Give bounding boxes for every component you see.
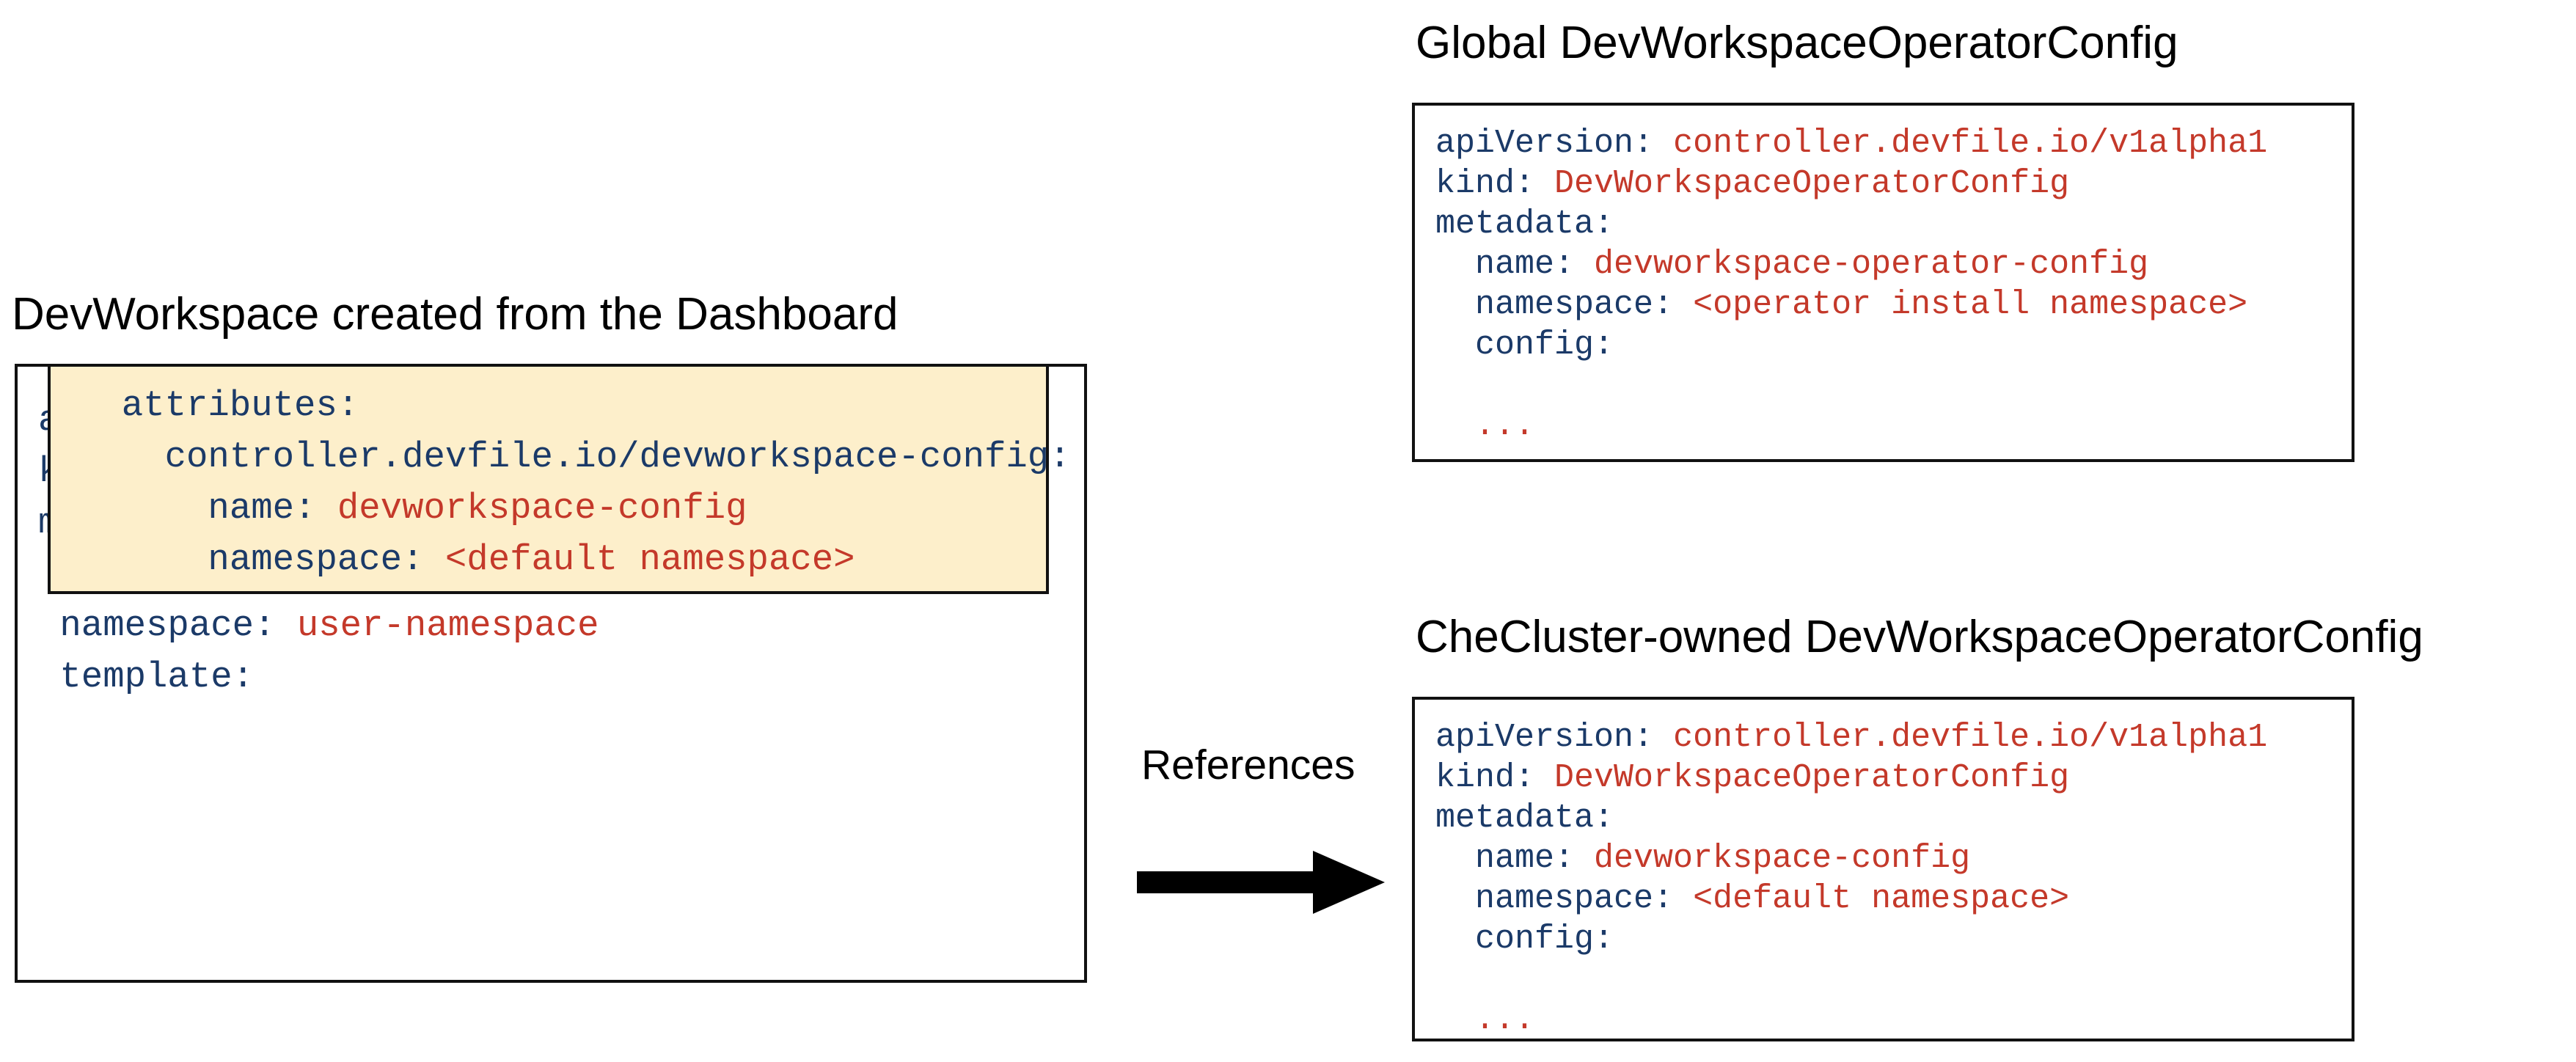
- code-line: name: devworkspace-config: [1435, 838, 2267, 879]
- code-key: controller.devfile.io/devworkspace-confi…: [78, 436, 1071, 477]
- code-line: apiVersion: controller.devfile.io/v1alph…: [1435, 123, 2267, 164]
- code-key: name:: [78, 488, 316, 529]
- code-line: [1435, 365, 2267, 406]
- code-line: apiVersion: controller.devfile.io/v1alph…: [1435, 717, 2267, 758]
- code-key: name:: [1435, 840, 1575, 877]
- code-line: controller.devfile.io/devworkspace-confi…: [78, 431, 1071, 483]
- left-panel-title: DevWorkspace created from the Dashboard: [12, 289, 899, 340]
- code-value: <operator install namespace>: [1673, 286, 2248, 323]
- code-line: name: devworkspace-operator-config: [1435, 244, 2267, 285]
- references-label: References: [1141, 741, 1355, 788]
- code-value: DevWorkspaceOperatorConfig: [1534, 165, 2070, 202]
- code-line: namespace: <default namespace>: [78, 534, 1071, 585]
- code-line: config:: [1435, 919, 2267, 959]
- code-line: ...: [1435, 1000, 2267, 1040]
- code-value: DevWorkspaceOperatorConfig: [1534, 759, 2070, 796]
- code-value: devworkspace-config: [1574, 840, 1971, 877]
- code-line: name: devworkspace-config: [78, 483, 1071, 534]
- code-key: apiVersion:: [1435, 719, 1654, 756]
- devworkspace-config-attribute-highlight: attributes: controller.devfile.io/devwor…: [48, 364, 1071, 594]
- checluster-config-code-lines: apiVersion: controller.devfile.io/v1alph…: [1435, 717, 2267, 1040]
- code-key: config:: [1435, 920, 1614, 958]
- code-line: config:: [1435, 325, 2267, 365]
- code-line: namespace: user-namespace: [38, 600, 923, 651]
- devworkspace-config-attribute-lines: attributes: controller.devfile.io/devwor…: [78, 380, 1071, 585]
- code-key: namespace:: [38, 605, 276, 646]
- code-line: metadata:: [1435, 204, 2267, 244]
- code-line: attributes:: [78, 380, 1071, 431]
- code-line: template:: [38, 651, 923, 703]
- code-value: ...: [1435, 1001, 1535, 1039]
- references-connector: References: [1108, 741, 1401, 914]
- code-key: name:: [1435, 246, 1575, 283]
- code-value: ...: [1435, 407, 1535, 444]
- code-value: <default namespace>: [423, 539, 855, 580]
- arrow-right-icon: [1137, 849, 1386, 919]
- code-value: user-namespace: [275, 605, 599, 646]
- code-value: controller.devfile.io/v1alpha1: [1653, 719, 2268, 756]
- code-line: [1435, 959, 2267, 1000]
- code-key: template:: [38, 656, 255, 697]
- code-line: kind: DevWorkspaceOperatorConfig: [1435, 758, 2267, 798]
- code-key: apiVersion:: [1435, 125, 1654, 162]
- code-line: ...: [1435, 406, 2267, 446]
- code-key: namespace:: [1435, 880, 1674, 918]
- checluster-config-code-box: apiVersion: controller.devfile.io/v1alph…: [1412, 697, 2354, 1041]
- code-key: config:: [1435, 326, 1614, 364]
- code-key: kind:: [1435, 759, 1535, 796]
- global-config-code-box: apiVersion: controller.devfile.io/v1alph…: [1412, 103, 2354, 462]
- global-config-title: Global DevWorkspaceOperatorConfig: [1416, 18, 2178, 68]
- code-key: attributes:: [78, 385, 359, 426]
- code-key: namespace:: [78, 539, 424, 580]
- global-config-code-lines: apiVersion: controller.devfile.io/v1alph…: [1435, 123, 2267, 446]
- code-line: metadata:: [1435, 798, 2267, 838]
- code-value: devworkspace-operator-config: [1574, 246, 2149, 283]
- code-line: kind: DevWorkspaceOperatorConfig: [1435, 164, 2267, 204]
- code-key: namespace:: [1435, 286, 1674, 323]
- code-line: namespace: <default namespace>: [1435, 879, 2267, 919]
- code-value: devworkspace-config: [315, 488, 747, 529]
- checluster-config-title: CheCluster-owned DevWorkspaceOperatorCon…: [1416, 612, 2423, 662]
- code-key: metadata:: [1435, 205, 1614, 243]
- code-line: namespace: <operator install namespace>: [1435, 285, 2267, 325]
- code-key: kind:: [1435, 165, 1535, 202]
- code-value: <default namespace>: [1673, 880, 2070, 918]
- code-key: metadata:: [1435, 799, 1614, 837]
- code-value: controller.devfile.io/v1alpha1: [1653, 125, 2268, 162]
